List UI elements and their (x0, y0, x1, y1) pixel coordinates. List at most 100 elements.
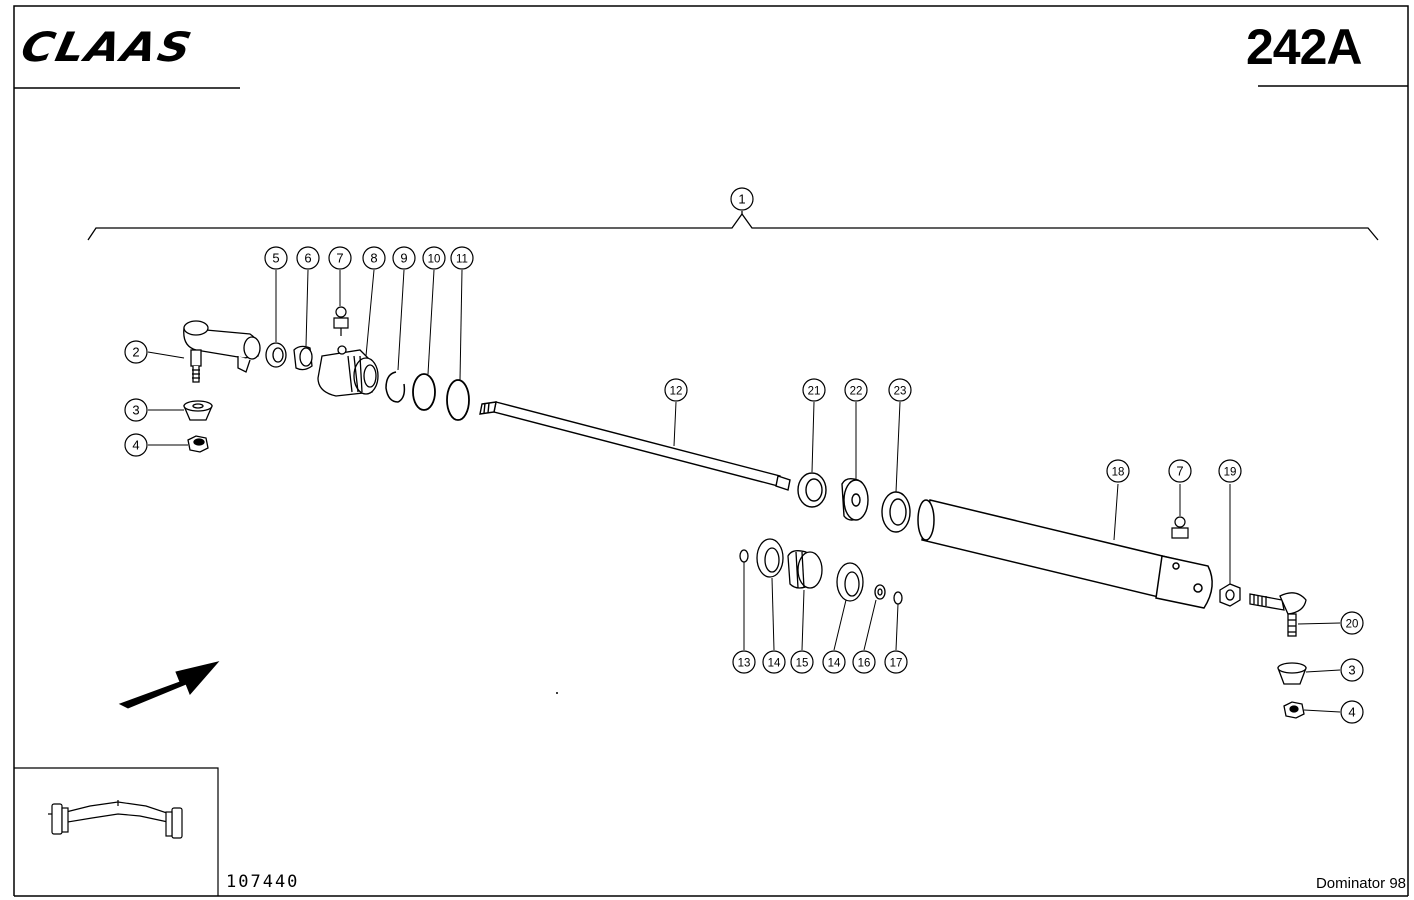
callout-circle (328, 246, 352, 270)
right-nut (1283, 701, 1305, 719)
callout-number: 7 (1176, 464, 1183, 479)
callout-number: 13 (738, 658, 751, 670)
callout-circle (422, 246, 446, 270)
callout-circle (1340, 611, 1364, 635)
callout-5: 5 (264, 246, 288, 270)
callout-3: 3 (124, 398, 148, 422)
right-dust-cap (1277, 662, 1307, 685)
callout-circle (762, 650, 786, 674)
callout-circle (392, 246, 416, 270)
callout-number: 7 (336, 251, 343, 266)
callout-circle (802, 378, 826, 402)
callout-number: 5 (272, 251, 279, 266)
callout-number: 23 (894, 386, 907, 398)
callout-21: 21 (802, 378, 826, 402)
callout-circle (852, 650, 876, 674)
piston-22 (841, 477, 869, 521)
ring-21 (797, 472, 827, 508)
sleeve-6 (293, 345, 313, 371)
callout-circle (362, 246, 386, 270)
callout-number: 11 (456, 254, 468, 266)
callout-circle (1218, 459, 1242, 483)
cylinder-tube (917, 499, 1213, 609)
callout-number: 21 (808, 386, 821, 398)
callout-number: 4 (1348, 705, 1355, 720)
callout-number: 22 (850, 386, 863, 398)
machine-model: Dominator 98 (1315, 875, 1406, 892)
callout-circle (1106, 459, 1130, 483)
arrow-icon (118, 661, 220, 709)
callout-4: 4 (1340, 700, 1364, 724)
callout-number: 12 (670, 386, 683, 398)
nut-19 (1219, 583, 1241, 607)
callout-circle (450, 246, 474, 270)
callout-number: 9 (400, 251, 407, 266)
drawing-number: 107440 (226, 872, 300, 892)
callout-4: 4 (124, 433, 148, 457)
left-nut (187, 435, 209, 453)
grease-nipple-left (333, 306, 349, 336)
callout-number: 18 (1112, 467, 1125, 479)
callout-9: 9 (392, 246, 416, 270)
callout-12: 12 (664, 378, 688, 402)
left-dust-cap (183, 400, 213, 421)
callout-13: 13 (732, 650, 756, 674)
callout-circle (124, 340, 148, 364)
callout-number: 3 (132, 403, 139, 418)
leader-lines (147, 269, 1341, 713)
callout-circle (732, 650, 756, 674)
callout-number: 3 (1348, 663, 1355, 678)
callout-number: 8 (370, 251, 377, 266)
callout-number: 2 (132, 345, 139, 360)
callout-number: 4 (132, 438, 139, 453)
callout-22: 22 (844, 378, 868, 402)
callout-number: 15 (796, 658, 809, 670)
callout-circle (884, 650, 908, 674)
snap-ring-9 (385, 371, 406, 403)
callout-circle (730, 187, 754, 211)
grease-nipple-right (1171, 516, 1189, 539)
callout-11: 11 (450, 246, 474, 270)
callout-number: 17 (890, 658, 903, 670)
callout-circle (790, 650, 814, 674)
callout-number: 10 (428, 254, 441, 266)
callout-7: 7 (328, 246, 352, 270)
callout-1: 1 (730, 187, 754, 211)
callout-circle (822, 650, 846, 674)
callout-number: 1 (738, 192, 745, 207)
callout-circle (124, 398, 148, 422)
callout-18: 18 (1106, 459, 1130, 483)
callout-circle (664, 378, 688, 402)
callout-16: 16 (852, 650, 876, 674)
callout-circle (124, 433, 148, 457)
seal-kit (739, 538, 903, 605)
callout-8: 8 (362, 246, 386, 270)
callout-circle (844, 378, 868, 402)
callout-14: 14 (822, 650, 846, 674)
assembly-bracket (87, 211, 1379, 241)
axle-thumbnail-icon (48, 800, 183, 839)
callout-circle (296, 246, 320, 270)
callout-7: 7 (1168, 459, 1192, 483)
callout-6: 6 (296, 246, 320, 270)
callout-circle (888, 378, 912, 402)
callout-19: 19 (1218, 459, 1242, 483)
callout-number: 19 (1224, 467, 1237, 479)
callout-number: 6 (304, 251, 311, 266)
callout-number: 14 (828, 658, 841, 670)
callout-number: 14 (768, 658, 781, 670)
callout-14: 14 (762, 650, 786, 674)
cylinder-head (317, 345, 379, 397)
callout-circle (1340, 658, 1364, 682)
callout-10: 10 (422, 246, 446, 270)
callout-15: 15 (790, 650, 814, 674)
callout-2: 2 (124, 340, 148, 364)
right-ball-joint (1249, 592, 1307, 637)
callout-3: 3 (1340, 658, 1364, 682)
callout-number: 16 (858, 658, 871, 670)
callout-circle (1168, 459, 1192, 483)
callout-circle (1340, 700, 1364, 724)
